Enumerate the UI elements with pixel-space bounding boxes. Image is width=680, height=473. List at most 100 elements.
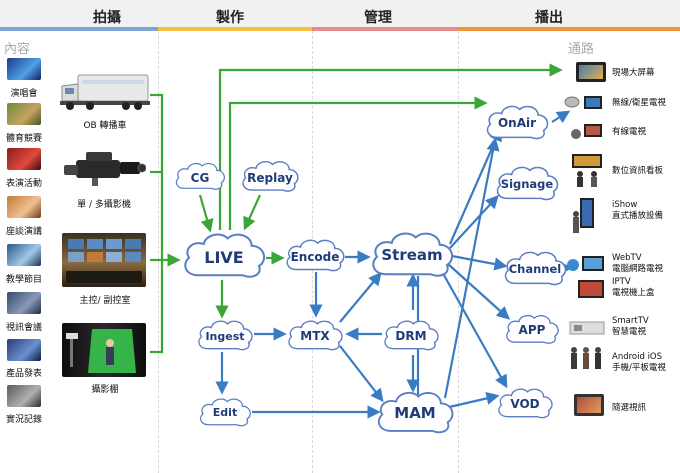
edit-node: Edit — [199, 398, 252, 427]
outlet-label-line: 手機/平板電視 — [612, 363, 666, 373]
stage-label-broadcast: 播出 — [535, 10, 563, 26]
replay-node: Replay — [242, 160, 299, 192]
stream-to-signage-line — [449, 195, 499, 249]
app-node: APP — [505, 314, 559, 344]
drm-node: DRM — [384, 320, 439, 351]
ingest-node: Ingest — [198, 320, 253, 351]
big-screen-icon — [576, 62, 606, 82]
performance-thumbnail — [7, 148, 41, 170]
vod-display-icon — [574, 394, 604, 416]
control-room-label: 主控/ 副控室 — [79, 296, 131, 306]
svg-text:DRM: DRM — [395, 329, 426, 343]
stage-divider — [458, 31, 459, 473]
outlet-label: 有線電視 — [612, 127, 647, 137]
svg-text:Ingest: Ingest — [205, 330, 244, 343]
ob-van-label: OB 轉播車 — [83, 121, 127, 131]
stage-header — [0, 0, 680, 30]
stage-label-capture: 拍攝 — [93, 10, 121, 26]
cg-to-live-line — [198, 194, 214, 233]
source-bus-line — [150, 93, 164, 354]
replay-to-live-line — [243, 194, 262, 231]
content-label: 產品發表 — [5, 369, 42, 379]
channel-node: Channel — [504, 251, 567, 286]
content-label: 體育競賽 — [5, 134, 42, 144]
content-label: 座談演講 — [5, 227, 42, 237]
stream-to-app-line — [447, 263, 510, 320]
lecture-thumbnail — [7, 196, 41, 218]
product-launch-thumbnail — [7, 339, 41, 361]
camera-label: 單 / 多攝影機 — [77, 200, 131, 210]
outlet-label-line: 直式播放設備 — [612, 211, 664, 221]
satellite-tv-icon — [564, 94, 604, 112]
signage-node: Signage — [496, 166, 559, 201]
content-label: 教學節目 — [5, 275, 42, 285]
documentary-thumbnail — [7, 385, 41, 407]
mam-node: MAM — [377, 391, 454, 434]
encode-node: Encode — [286, 239, 345, 272]
svg-text:MTX: MTX — [300, 329, 330, 343]
camera-icon — [62, 148, 147, 188]
stream-to-channel-line — [451, 254, 508, 271]
svg-text:Edit: Edit — [213, 406, 237, 419]
stage-bar-broadcast — [458, 27, 680, 31]
iptv-icon — [578, 280, 604, 298]
stage-divider — [158, 31, 159, 473]
svg-text:LIVE: LIVE — [204, 248, 243, 267]
svg-text:OnAir: OnAir — [498, 116, 536, 130]
outlet-label-line: SmartTV — [612, 316, 649, 326]
outlet-label-line: IPTV — [612, 277, 631, 287]
content-label: 演唱會 — [10, 89, 38, 99]
vertical-display-icon — [572, 196, 602, 236]
stream-to-onair-line — [448, 127, 502, 245]
onair-to-outlet-line — [551, 110, 571, 124]
outlet-label: 無線/衛星電視 — [612, 98, 666, 108]
outlet-label-line: 電腦網路電視 — [612, 264, 664, 274]
live-node: LIVE — [184, 233, 266, 278]
stream-node: Stream — [372, 232, 454, 277]
outlet-label-line: 智慧電視 — [612, 327, 647, 337]
svg-text:CG: CG — [191, 171, 210, 185]
sports-thumbnail — [7, 103, 41, 125]
outlet-label: 隨選視訊 — [612, 403, 647, 413]
outlet-label: 數位資訊看板 — [612, 166, 664, 176]
digital-signage-icon — [570, 152, 604, 188]
outlet-label-line: WebTV — [612, 253, 642, 263]
stream-to-vod-line — [439, 267, 508, 389]
svg-text:Channel: Channel — [509, 262, 562, 276]
content-label: 表演活動 — [5, 179, 42, 189]
vod-node: VOD — [498, 388, 553, 419]
outlet-label: 現場大屏幕 — [612, 68, 655, 78]
mam-to-vod-line — [444, 391, 500, 410]
onair-node: OnAir — [486, 105, 549, 140]
mobile-device-icon — [566, 344, 606, 378]
mtx-to-stream-line — [339, 271, 382, 323]
to-onair-line — [228, 96, 488, 230]
svg-text:MAM: MAM — [394, 404, 435, 422]
outlet-label-line: iShow — [612, 200, 638, 210]
content-label: 實況記錄 — [5, 415, 42, 425]
stage-label-management: 管理 — [364, 10, 392, 26]
svg-text:Signage: Signage — [501, 177, 554, 191]
svg-text:Replay: Replay — [247, 171, 293, 185]
stage-bar-production — [158, 27, 312, 31]
stage-label-production: 製作 — [216, 10, 244, 26]
svg-text:Stream: Stream — [381, 246, 442, 264]
outlet-label-line: 電視機上盒 — [612, 288, 655, 298]
mtx-to-mam-line — [339, 345, 384, 403]
control-room-icon — [62, 233, 146, 287]
outlet-label-line: Android iOS — [612, 352, 663, 362]
studio-label: 攝影棚 — [91, 385, 119, 395]
smart-tv-icon — [568, 316, 606, 338]
mtx-node: MTX — [288, 320, 343, 351]
content-label: 視訊會議 — [5, 323, 42, 333]
cg-node: CG — [175, 162, 226, 191]
cable-tv-icon — [570, 122, 604, 140]
stage-bar-management — [312, 27, 458, 31]
